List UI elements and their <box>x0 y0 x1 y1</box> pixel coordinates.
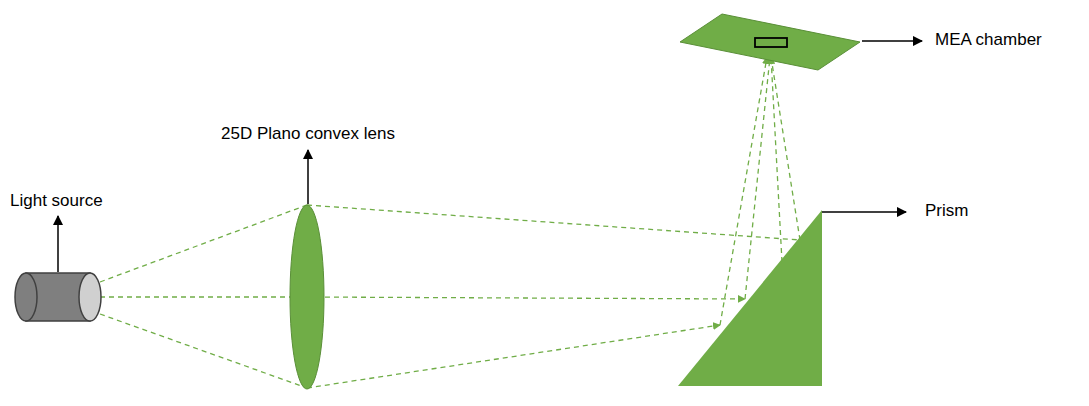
part-label: Prism <box>925 201 968 221</box>
part-label: 25D Plano convex lens <box>221 124 395 144</box>
part-label: MEA chamber <box>935 30 1042 50</box>
light-source-symbol <box>15 273 101 321</box>
prism-shape <box>678 210 822 386</box>
mea-chamber-plate <box>680 14 860 70</box>
light-rays <box>100 57 800 388</box>
leader-arrows <box>58 41 922 272</box>
part-label: Light source <box>10 191 103 211</box>
plano-convex-lens <box>290 205 324 389</box>
